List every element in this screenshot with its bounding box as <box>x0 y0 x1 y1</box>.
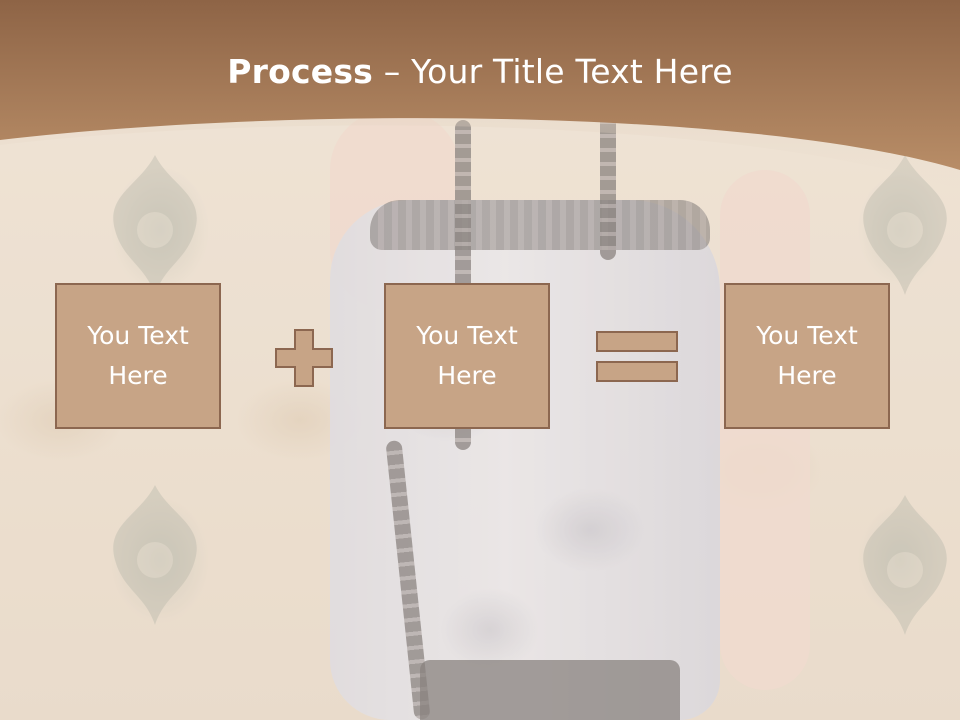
process-box-2[interactable]: You Text Here <box>384 283 550 429</box>
process-box-text: You Text Here <box>416 321 518 390</box>
equals-icon <box>596 331 678 382</box>
process-box-text: You Text Here <box>756 321 858 390</box>
title-rest: – Your Title Text Here <box>373 52 733 91</box>
header-band <box>0 0 960 190</box>
damask-motif <box>113 485 197 625</box>
title-bold: Process <box>227 52 374 91</box>
black-skirt <box>420 660 680 720</box>
arm-skin <box>720 170 810 690</box>
slide-title: Process – Your Title Text Here <box>0 52 960 91</box>
process-box-text: You Text Here <box>87 321 189 390</box>
damask-motif <box>113 155 197 295</box>
pearl-strand <box>600 110 616 260</box>
damask-motif <box>863 495 947 635</box>
damask-motif <box>863 155 947 295</box>
process-box-1[interactable]: You Text Here <box>55 283 221 429</box>
lace-trim <box>370 200 710 250</box>
process-box-3[interactable]: You Text Here <box>724 283 890 429</box>
plus-icon <box>275 329 333 387</box>
